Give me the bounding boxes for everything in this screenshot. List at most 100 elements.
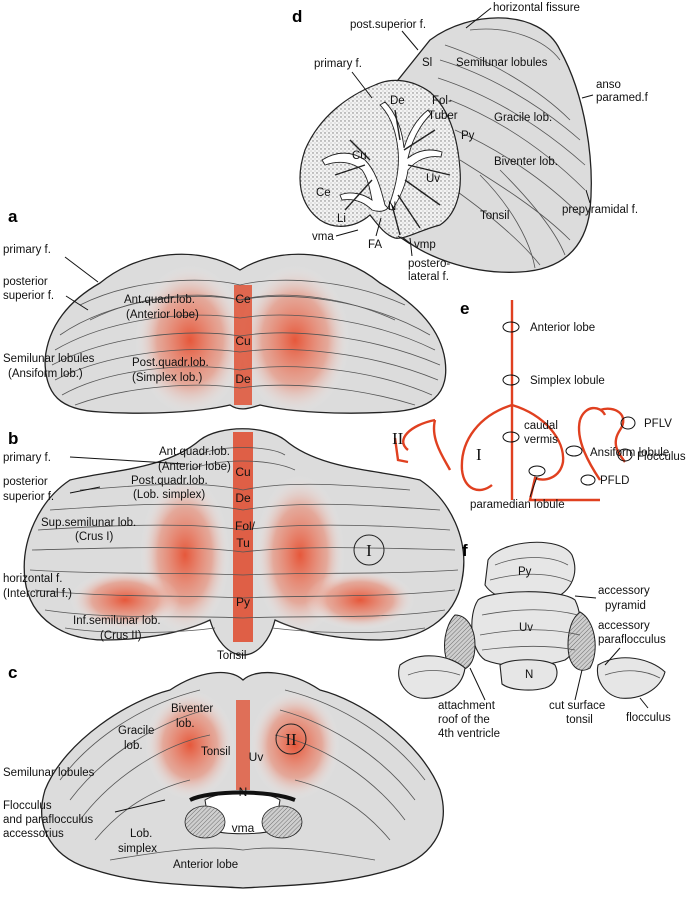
- f-accessory-pyramid-label-2: pyramid: [605, 600, 646, 612]
- d-li-label: Li: [337, 213, 346, 225]
- f-flocculus-pointer: [639, 697, 649, 709]
- e-pfl-loop-c: [578, 406, 607, 421]
- e-paramedian-lobule-label: paramedian lobule: [470, 499, 565, 511]
- f-nodulus: [499, 659, 558, 691]
- panel-a-highlight-right: [240, 265, 350, 415]
- b-posterior-superior-pointer: [69, 486, 101, 494]
- d-horizontal-fissure-pointer: [465, 7, 492, 29]
- d-post-superior-f-pointer: [401, 30, 419, 51]
- panel-a-highlight-left: [135, 265, 245, 415]
- f-accessory-paraflocculus-pointer: [604, 647, 621, 666]
- e-pfl-loop-a: [577, 419, 601, 481]
- d-ce-label: Ce: [316, 187, 331, 199]
- c-anterior-lobe-label: Anterior lobe: [173, 859, 238, 871]
- panel-c-highlight-left: [145, 690, 235, 800]
- f-accessory-paraflocculus-label-1: accessory: [598, 620, 650, 632]
- d-fol-label: Fol-: [432, 95, 452, 107]
- d-vmp-pointer: [397, 235, 411, 245]
- b-inf-semilunar-label-2: (Crus II): [100, 630, 142, 642]
- a-posterior-superior-label-2: superior f.: [3, 290, 54, 302]
- b-posterior-superior-label-1: posterior: [3, 476, 48, 488]
- a-post-quadr-label-2: (Simplex lob.): [132, 372, 202, 384]
- panel-f-letter: f: [462, 541, 468, 560]
- panel-f: f Py accessory pyramid Uv accessory para…: [398, 541, 671, 740]
- panel-d-arbor-branches: [334, 109, 451, 236]
- panel-c-folia: [59, 689, 426, 861]
- f-accessory-pyramid-label-1: accessory: [598, 585, 650, 597]
- c-lob-simplex-label-2: simplex: [118, 843, 157, 855]
- c-vma-label: vma: [232, 821, 255, 835]
- f-flocculus-label: flocculus: [626, 712, 671, 724]
- a-cu-label: Cu: [235, 334, 250, 348]
- d-sl-label: Sl: [422, 57, 432, 69]
- f-py-label: Py: [518, 566, 532, 578]
- d-primary-f-label: primary f.: [314, 58, 362, 70]
- d-tuber-label: Tuber: [428, 110, 458, 122]
- f-folia: [407, 557, 661, 679]
- d-anso-pointer: [581, 94, 594, 99]
- d-cu-label: Cu: [352, 150, 367, 162]
- c-semilunar-lobules-label: Semilunar lobules: [3, 767, 95, 779]
- b-tu-label: Tu: [236, 536, 250, 550]
- e-ansiform-lobule-label: Ansiform lobule: [590, 447, 669, 459]
- b-sup-semilunar-label-1: Sup.semilunar lob.: [41, 517, 136, 529]
- c-gracile-label-1: Gracile: [118, 725, 154, 737]
- b-de-label: De: [235, 491, 251, 505]
- d-vma-label: vma: [312, 231, 334, 243]
- panel-c-nodulus-edge: [189, 790, 296, 802]
- e-marker-flocculus: [617, 448, 633, 462]
- e-marker-anterior: [502, 321, 520, 333]
- b-horizontal-label-2: (Intercrural f.): [3, 588, 72, 600]
- a-ant-quadr-label-1: Ant.quadr.lob.: [124, 294, 195, 306]
- panel-b-highlight-right-lower: [305, 570, 415, 630]
- e-marker-pfld: [580, 474, 596, 486]
- e-simplex-lobule-label: Simplex lobule: [530, 375, 605, 387]
- panel-a: a primary f. posterior superior f. Ant.q…: [3, 207, 447, 415]
- d-biventer-lob-label: Biventer lob.: [494, 156, 558, 168]
- e-caudal-label-1: caudal: [524, 420, 558, 432]
- a-posterior-superior-label-1: posterior: [3, 276, 48, 288]
- f-n-label: N: [525, 669, 533, 681]
- c-biventer-label-2: lob.: [176, 718, 195, 730]
- b-primary-f-label: primary f.: [3, 452, 51, 464]
- f-cut-surface-pointer: [574, 669, 583, 701]
- e-paramedian-pointer: [529, 476, 538, 498]
- d-horizontal-fissure-label: horizontal fissure: [493, 2, 580, 14]
- d-prepyramidal-f-label: prepyramidal f.: [562, 204, 638, 216]
- a-semilunar-label-2: (Ansiform lob.): [8, 368, 83, 380]
- panel-c-highlight-right: [250, 690, 340, 800]
- e-marker-caudal: [502, 431, 520, 443]
- a-de-label: De: [235, 372, 251, 386]
- e-lobe-ii-outline-a: [402, 418, 436, 451]
- f-attachment-label-2: roof of the: [438, 714, 490, 726]
- b-roman-i-label: I: [366, 541, 372, 560]
- e-lobe-ii-outline-b: [432, 419, 452, 471]
- f-tonsil-cut-right: [567, 611, 596, 671]
- f-accessory-paraflocculus-label-2: paraflocculus: [598, 634, 666, 646]
- c-n-label: N: [239, 785, 248, 799]
- b-post-quadr-label-2: (Lob. simplex): [133, 489, 205, 501]
- f-attachment-label-1: attachment: [438, 700, 496, 712]
- c-biventer-label-1: Biventer: [171, 703, 213, 715]
- panel-e-letter: e: [460, 299, 469, 318]
- d-n-label: N: [388, 201, 396, 213]
- e-roman-i-label: I: [476, 445, 482, 464]
- d-semilunar-lobules-label: Semilunar lobules: [456, 57, 548, 69]
- e-pfld-label: PFLD: [600, 475, 629, 487]
- panel-a-letter: a: [8, 207, 18, 226]
- e-flocculus-label: Flocculus: [637, 451, 686, 463]
- c-lob-simplex-label-1: Lob.: [130, 828, 152, 840]
- f-uv-label: Uv: [519, 622, 533, 634]
- panel-d-letter: d: [292, 7, 302, 26]
- f-accessory-pyramid-pointer: [574, 595, 597, 599]
- e-roman-ii-label: II: [392, 429, 404, 448]
- e-pflv-label: PFLV: [644, 418, 672, 430]
- panel-c-vermis-highlight: [236, 700, 250, 790]
- e-caudal-label-2: vermis: [524, 434, 558, 446]
- b-posterior-superior-label-2: superior f.: [3, 491, 54, 503]
- e-marker-ansiform: [565, 445, 583, 457]
- d-vmp-label: vmp: [414, 239, 436, 251]
- panel-e: e Anterior lobe Simplex lobule PFLV II I…: [392, 299, 686, 511]
- b-py-label: Py: [236, 595, 250, 609]
- b-inf-semilunar-label-1: Inf.semilunar lob.: [73, 615, 161, 627]
